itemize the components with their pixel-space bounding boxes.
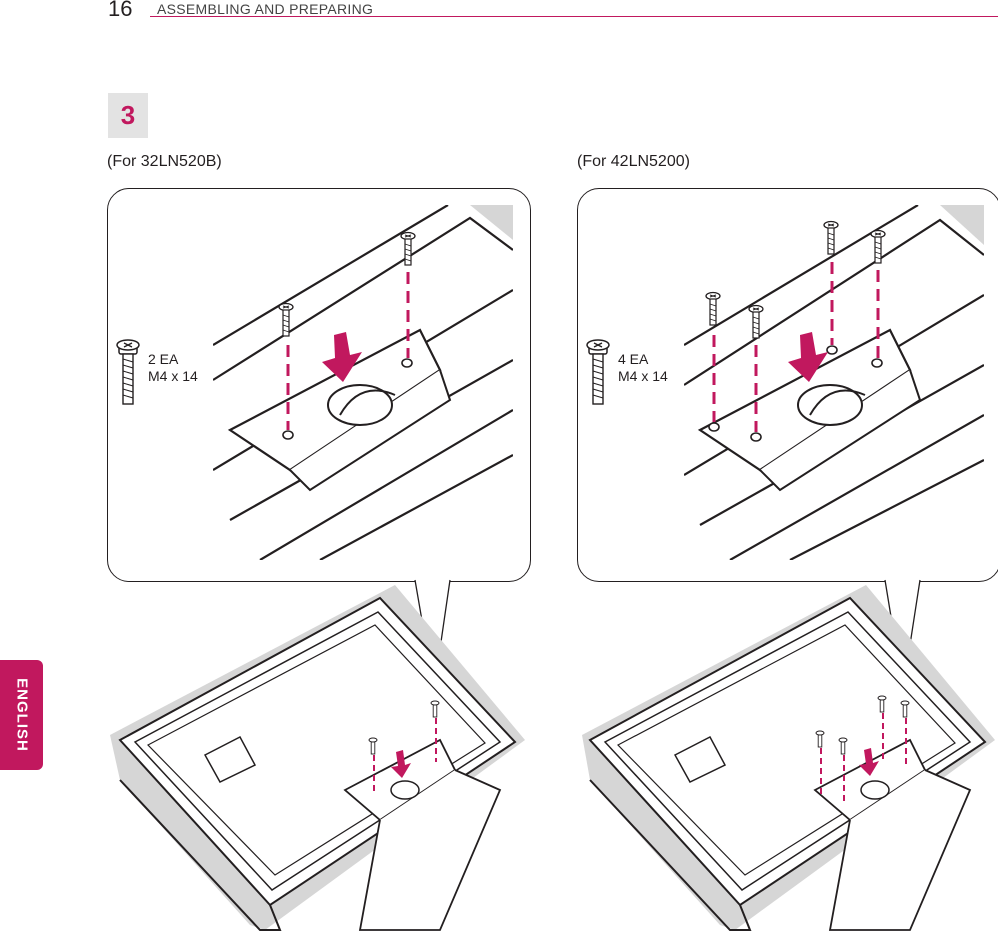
detail-drawing-left xyxy=(116,205,513,560)
page-number: 16 xyxy=(108,0,133,21)
down-arrow-icon xyxy=(788,332,828,382)
section-title: ASSEMBLING AND PREPARING xyxy=(157,1,374,17)
screw-quantity: 4 EA xyxy=(618,351,649,367)
screw-icon xyxy=(870,229,886,264)
header-rule xyxy=(150,16,998,17)
down-arrow-icon xyxy=(322,332,362,382)
tv-overview-right xyxy=(582,585,995,931)
screw-size: M4 x 14 xyxy=(148,368,198,384)
caption-42ln5200: (For 42LN5200) xyxy=(577,153,690,170)
screw-size: M4 x 14 xyxy=(618,368,668,384)
screw-quantity: 2 EA xyxy=(148,351,179,367)
step-number: 3 xyxy=(108,93,148,138)
language-tab: ENGLISH xyxy=(0,660,43,770)
detail-drawing-right xyxy=(586,205,984,560)
down-arrow-icon xyxy=(859,748,879,776)
screw-icon xyxy=(705,291,721,326)
down-arrow-icon xyxy=(391,750,411,778)
tv-overview-left xyxy=(110,585,525,931)
screw-icon xyxy=(586,339,610,405)
screw-spec-right: 4 EA M4 x 14 xyxy=(618,351,668,385)
screw-icon xyxy=(116,339,140,405)
screw-spec-left: 2 EA M4 x 14 xyxy=(148,351,198,385)
caption-32ln520b: (For 32LN520B) xyxy=(107,153,222,170)
screw-icon xyxy=(823,220,839,255)
screw-icon xyxy=(748,304,764,339)
